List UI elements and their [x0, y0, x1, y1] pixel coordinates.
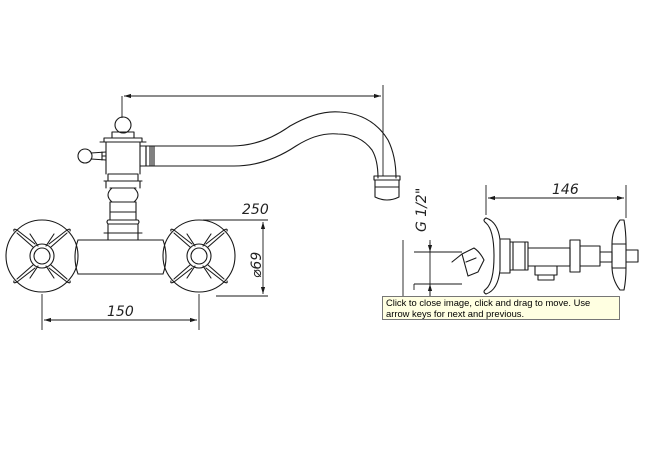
central-column — [99, 116, 147, 234]
reach-dimension — [121, 85, 384, 176]
width-dimension — [41, 294, 200, 330]
viewer-tooltip[interactable]: Click to close image, click and drag to … — [382, 296, 620, 320]
side-view — [451, 217, 639, 295]
height-dimension — [203, 219, 268, 297]
dim-label-thread: G 1/2" — [414, 188, 430, 232]
dim-label-150: 150 — [107, 304, 134, 320]
dim-label-250: 250 — [242, 202, 269, 218]
left-handle-front — [5, 219, 79, 293]
dim-label-diameter: ⌀69 — [249, 252, 265, 278]
tooltip-text: Click to close image, click and drag to … — [386, 297, 591, 319]
side-lever — [77, 148, 107, 164]
thread-dimension — [413, 240, 462, 298]
spout — [139, 111, 401, 201]
dim-label-146: 146 — [552, 182, 579, 198]
right-handle-front — [162, 219, 236, 293]
faucet-body — [74, 232, 167, 275]
depth-dimension — [485, 185, 627, 218]
